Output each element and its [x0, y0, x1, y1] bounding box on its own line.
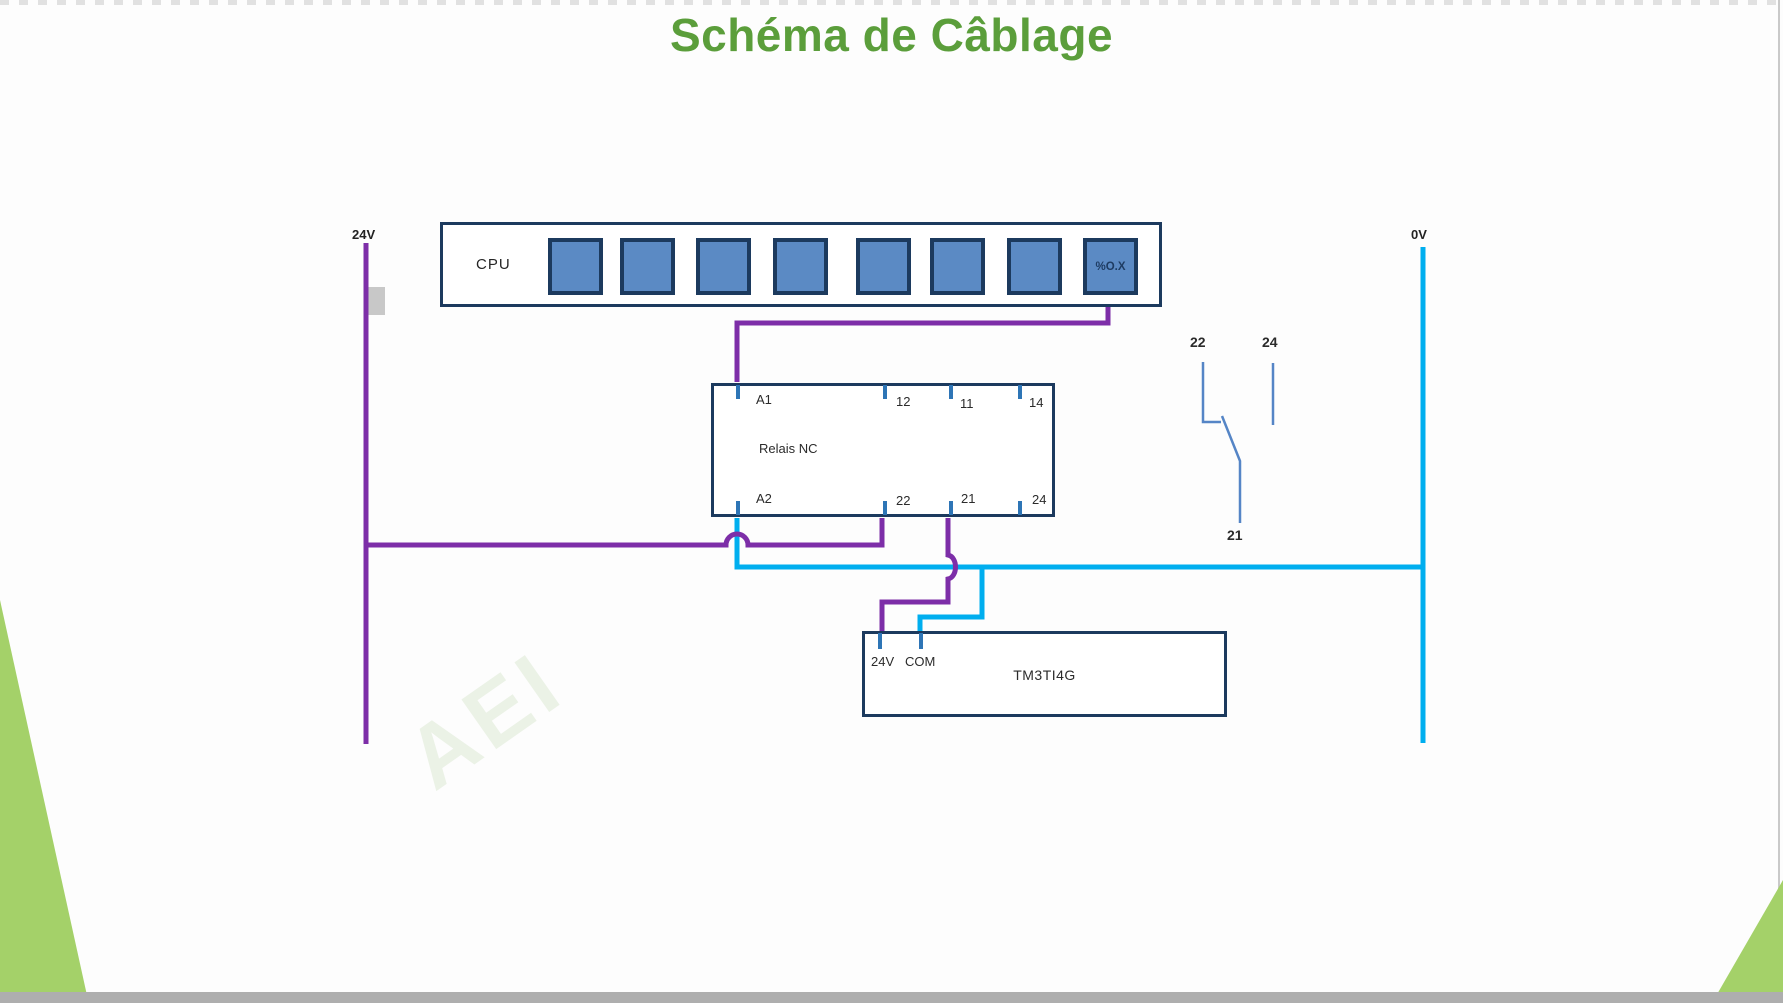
contact-pole-22: [1201, 362, 1221, 424]
relay-name: Relais NC: [759, 441, 818, 456]
relay-terminal-21-tick: [949, 501, 953, 515]
cpu-slot-6: [930, 238, 985, 295]
relay-terminal-21-label: 21: [961, 491, 976, 506]
contact-terminal-24-label: 24: [1262, 334, 1278, 350]
contact-lever: [1220, 415, 1242, 523]
relay-terminal-11-tick: [949, 385, 953, 399]
rail-label-0v: 0V: [1411, 227, 1427, 242]
module-terminal-com-tick: [919, 633, 923, 649]
slide-right-edge: [1778, 0, 1780, 992]
cpu-slot-4: [773, 238, 828, 295]
corner-triangle-left: [0, 600, 88, 1000]
relay-block: A1 12 11 14 Relais NC A2 22 21 24: [711, 383, 1055, 517]
cpu-block: CPU %O.X: [440, 222, 1162, 307]
rail-gray-marker: [368, 287, 385, 315]
cpu-output-label: %O.X: [1095, 260, 1126, 273]
relay-terminal-24-tick: [1018, 501, 1022, 515]
module-terminal-com-label: COM: [905, 654, 936, 669]
relay-terminal-a1-tick: [736, 385, 740, 399]
corner-triangle-right: [1712, 880, 1783, 1003]
wire-a2-to-0v: [734, 518, 1423, 570]
page-title: Schéma de Câblage: [669, 9, 1114, 61]
slide-bottom-strip: [0, 992, 1783, 1003]
contact-terminal-21-label: 21: [1227, 527, 1243, 543]
cpu-slot-5: [856, 238, 911, 295]
relay-terminal-12-label: 12: [896, 394, 911, 409]
contact-terminal-22-label: 22: [1190, 334, 1206, 350]
cpu-label: CPU: [476, 256, 511, 273]
wire-24v-to-terminal22: [366, 518, 885, 548]
analog-module-block: 24V COM TM3TI4G: [862, 631, 1227, 717]
relay-terminal-a2-label: A2: [756, 491, 772, 506]
watermark-text: AEI: [388, 632, 581, 808]
cpu-slot-1: [548, 238, 603, 295]
relay-terminal-22-label: 22: [896, 493, 911, 508]
relay-terminal-22-tick: [883, 501, 887, 515]
cpu-slot-output: %O.X: [1083, 238, 1138, 295]
cpu-slot-7: [1007, 238, 1062, 295]
module-name: TM3TI4G: [1013, 667, 1076, 683]
rail-label-24v: 24V: [352, 227, 376, 242]
relay-terminal-14-tick: [1018, 385, 1022, 399]
relay-terminal-11-label: 11: [960, 396, 974, 411]
cpu-slot-3: [696, 238, 751, 295]
relay-terminal-12-tick: [883, 385, 887, 399]
relay-terminal-a2-tick: [736, 501, 740, 515]
module-terminal-24v-tick: [878, 633, 882, 649]
module-terminal-24v-label: 24V: [871, 654, 895, 669]
cpu-slot-2: [620, 238, 675, 295]
relay-terminal-14-label: 14: [1029, 395, 1044, 410]
relay-terminal-24-label: 24: [1032, 492, 1047, 507]
slide-top-dashed-border: [0, 0, 1783, 5]
relay-terminal-a1-label: A1: [756, 392, 772, 407]
wire-terminal21-to-module: [879, 518, 958, 649]
